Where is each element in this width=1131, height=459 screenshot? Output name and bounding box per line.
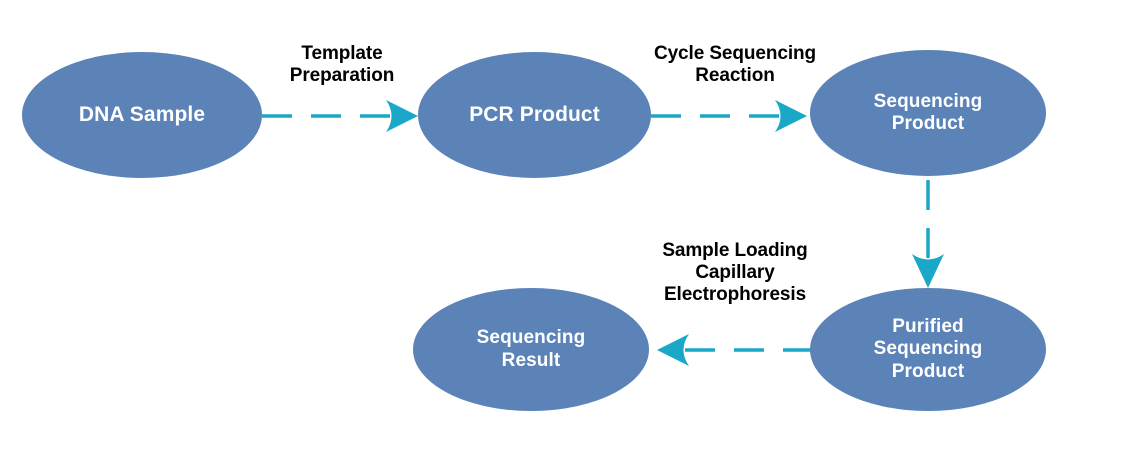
connector-purification bbox=[912, 180, 944, 288]
node-purified-sequencing-product[interactable]: Purified Sequencing Product bbox=[810, 288, 1046, 411]
node-dna-sample-label: DNA Sample bbox=[78, 102, 206, 126]
node-sequencing-result[interactable]: Sequencing Result bbox=[413, 288, 649, 411]
connector-sample-loading-capillary-electrophoresis bbox=[657, 334, 813, 366]
node-pcr-product[interactable]: PCR Product bbox=[418, 52, 651, 178]
arrowhead-right bbox=[775, 100, 807, 132]
node-dna-sample[interactable]: DNA Sample bbox=[22, 52, 262, 178]
edge-label-cycle-sequencing-reaction: Cycle Sequencing Reaction bbox=[653, 43, 817, 87]
connector-cycle-sequencing-reaction bbox=[651, 100, 807, 132]
arrowhead-left bbox=[657, 334, 689, 366]
node-sequencing-product[interactable]: Sequencing Product bbox=[810, 50, 1046, 176]
arrowhead-down bbox=[912, 254, 944, 288]
node-sequencing-product-label: Sequencing Product bbox=[873, 90, 983, 134]
node-pcr-product-label: PCR Product bbox=[469, 102, 600, 126]
arrowhead-right bbox=[386, 100, 418, 132]
node-sequencing-result-label: Sequencing Result bbox=[476, 327, 586, 371]
connector-template-preparation bbox=[262, 100, 418, 132]
node-purified-sequencing-product-label: Purified Sequencing Product bbox=[873, 315, 983, 382]
edge-label-sample-loading-capillary-electrophoresis: Sample Loading Capillary Electrophoresis bbox=[662, 240, 808, 306]
edge-label-template-preparation: Template Preparation bbox=[289, 43, 395, 87]
